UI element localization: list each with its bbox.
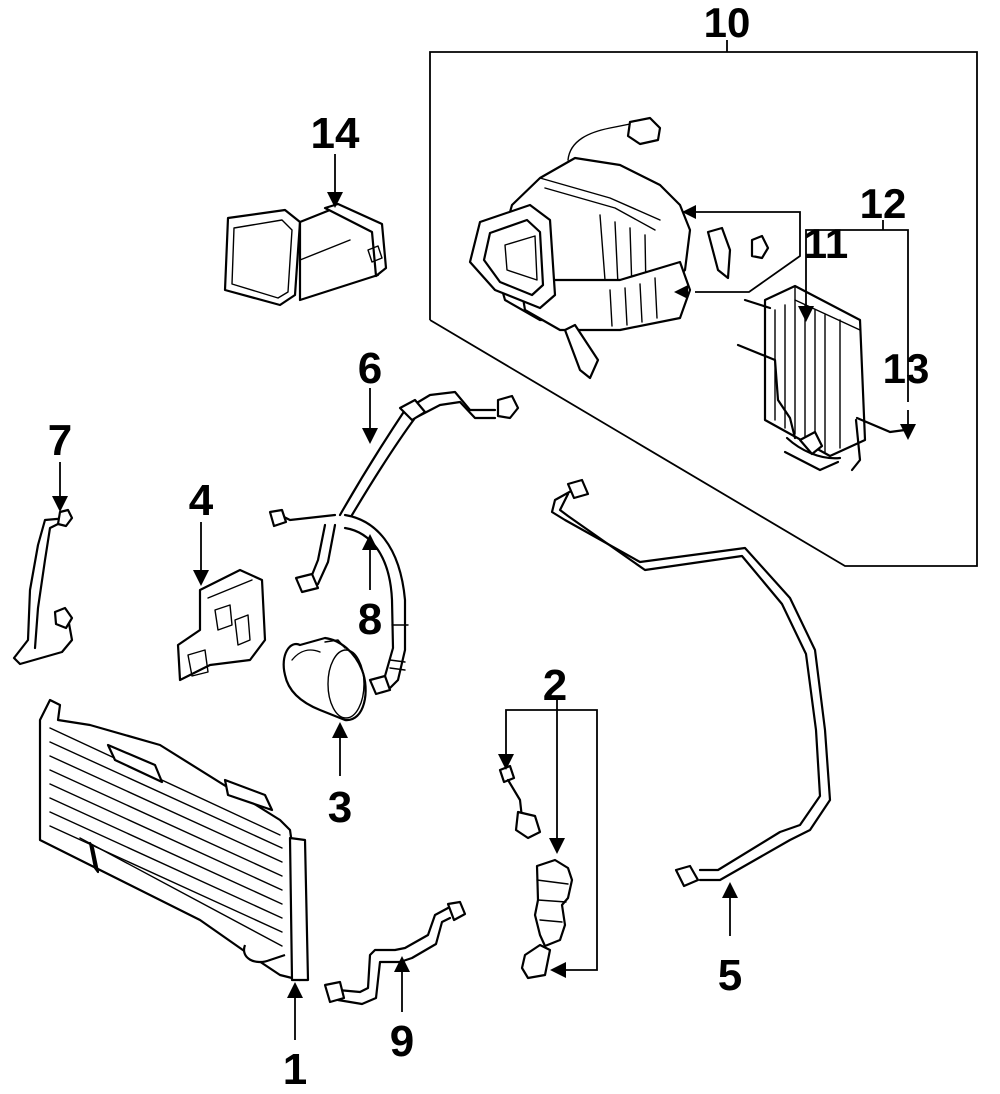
callout-11[interactable]: 11 xyxy=(804,220,848,267)
leader-8 xyxy=(362,534,378,590)
receiver-drier-assembly[interactable] xyxy=(498,764,574,980)
leader-14 xyxy=(327,154,343,208)
callout-4[interactable]: 4 xyxy=(189,476,214,525)
compressor-bracket[interactable] xyxy=(176,568,267,682)
condenser[interactable] xyxy=(38,698,310,982)
duct[interactable] xyxy=(223,202,388,307)
callout-5[interactable]: 5 xyxy=(718,951,742,1000)
compressor[interactable] xyxy=(282,636,367,722)
leader-3 xyxy=(332,722,348,776)
receiver-line[interactable] xyxy=(323,900,467,1006)
leader-1 xyxy=(287,982,303,1040)
suction-hose[interactable] xyxy=(268,390,520,594)
callout-2[interactable]: 2 xyxy=(543,661,567,710)
callout-12[interactable]: 12 xyxy=(860,180,907,227)
leader-4 xyxy=(193,522,209,586)
liquid-line[interactable] xyxy=(550,478,832,888)
callout-8[interactable]: 8 xyxy=(358,595,382,644)
callout-13[interactable]: 13 xyxy=(883,345,930,392)
callout-6[interactable]: 6 xyxy=(358,344,382,393)
callout-10[interactable]: 10 xyxy=(704,0,751,46)
callout-14[interactable]: 14 xyxy=(311,109,360,158)
callout-1[interactable]: 1 xyxy=(283,1045,307,1094)
callout-3[interactable]: 3 xyxy=(328,783,352,832)
leader-2 xyxy=(498,700,598,978)
leader-6 xyxy=(362,388,378,444)
expansion-valve[interactable] xyxy=(783,416,907,472)
discharge-hose[interactable] xyxy=(343,513,409,696)
evaporator-case[interactable] xyxy=(468,116,770,380)
leader-7 xyxy=(52,462,68,512)
condenser-line[interactable] xyxy=(12,508,74,666)
callout-7[interactable]: 7 xyxy=(48,416,72,465)
leader-11 xyxy=(674,205,801,299)
leader-5 xyxy=(722,882,738,936)
leader-13 xyxy=(900,410,916,440)
leader-12 xyxy=(798,220,909,402)
assembly-bracket-10 xyxy=(429,40,978,567)
evaporator-core[interactable] xyxy=(736,284,867,472)
callout-9[interactable]: 9 xyxy=(390,1017,414,1066)
leader-9 xyxy=(394,956,410,1012)
